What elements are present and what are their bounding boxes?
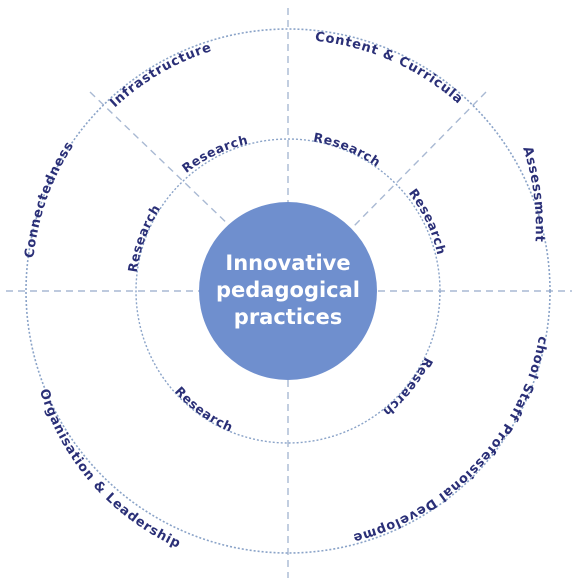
- center-line-2: pedagogical: [216, 278, 360, 302]
- inner-ring: [135, 138, 441, 444]
- center-line-1: Innovative: [225, 251, 350, 275]
- label-research-6: Research: [172, 383, 235, 434]
- divider-diagonal-left: [89, 91, 233, 229]
- label-connectedness: Connectedness: [22, 139, 77, 259]
- label-research-2: Research: [312, 130, 383, 170]
- label-infrastructure: Infrastructure: [107, 40, 214, 111]
- label-research-4: Research: [125, 201, 164, 273]
- label-content-curricula: Content & Curricula: [314, 30, 466, 108]
- label-organisation-leadership: Organisation & Leadership: [36, 387, 183, 552]
- label-assessment: Assessment: [519, 145, 547, 243]
- label-research-1: Research: [179, 132, 250, 176]
- divider-diagonal-right: [351, 91, 487, 229]
- label-research-3: Research: [406, 186, 449, 257]
- center-circle: [199, 202, 377, 380]
- center-line-3: practices: [234, 305, 342, 329]
- label-research-5: Research: [380, 355, 436, 420]
- outer-ring: [25, 28, 551, 554]
